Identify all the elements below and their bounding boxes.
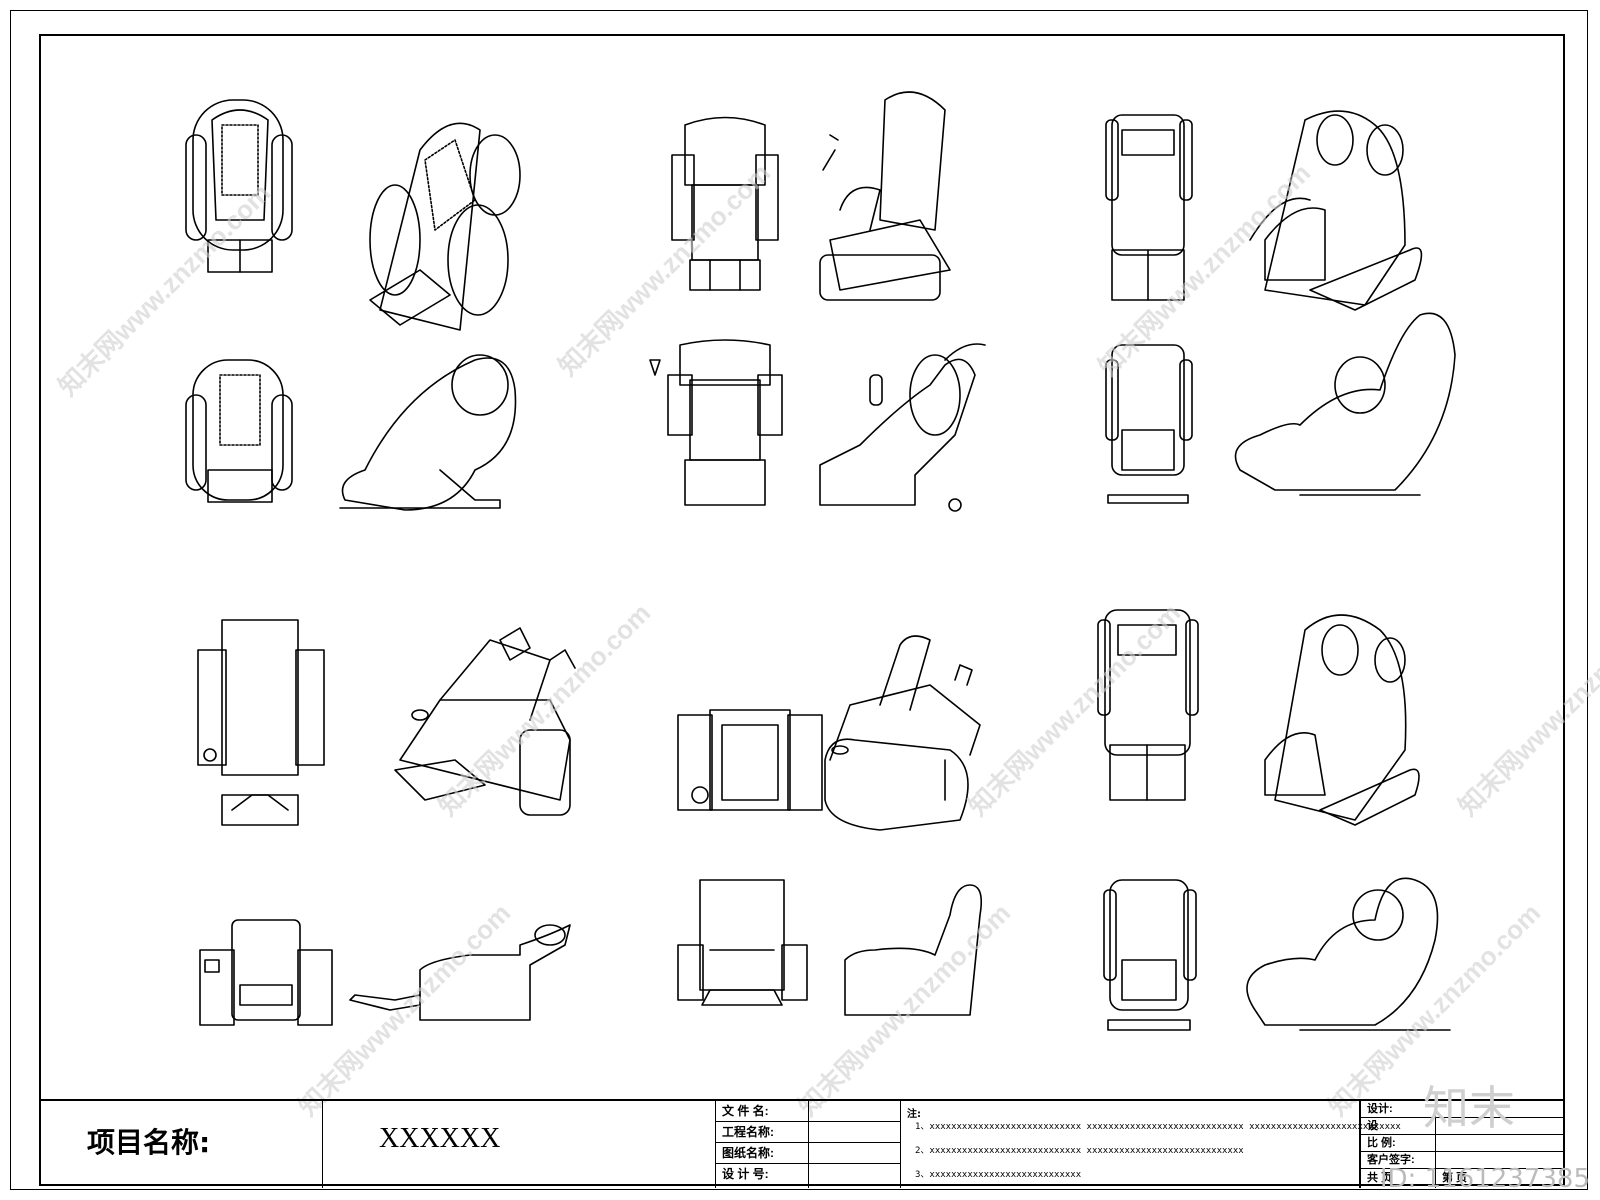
file-fields: 文 件 名: 工程名称: 图纸名称: 设 计 号: [715, 1101, 808, 1188]
chair-2-front-view-2 [649, 339, 783, 506]
chair-3-iso-view [1249, 110, 1423, 311]
sheet-border [10, 10, 1588, 1190]
project-name-label: 项目名称: [87, 1126, 211, 1159]
chair-5-front-view [677, 879, 808, 1006]
signoff-values: 第 页 [1436, 1101, 1565, 1188]
file-field-values [808, 1101, 900, 1188]
chair-4-top-view [197, 619, 325, 826]
field-drawing-name: 图纸名称: [716, 1143, 808, 1164]
title-block: 项目名称: XXXXXX 文 件 名: 工程名称: 图纸名称: 设 计 号: 注… [39, 1099, 1565, 1188]
note-1: 1、xxxxxxxxxxxxxxxxxxxxxxxxxxxx xxxxxxxxx… [915, 1122, 1401, 1132]
chair-3-front-view [1105, 114, 1193, 301]
chair-1-side-view [339, 354, 517, 511]
field-scale: 比 例: [1361, 1135, 1435, 1152]
note-2: 2、xxxxxxxxxxxxxxxxxxxxxxxxxxxx xxxxxxxxx… [915, 1146, 1244, 1156]
chair-6-front-view-2 [1103, 879, 1197, 1031]
notes-box: 注: 1、xxxxxxxxxxxxxxxxxxxxxxxxxxxx xxxxxx… [900, 1101, 1401, 1188]
chair-2-front-view [671, 116, 779, 291]
signoff-fields: 设计: 设 比 例: 客户签字: 共 页 [1360, 1101, 1436, 1188]
field-file-name: 文 件 名: [716, 1101, 808, 1122]
field-total-pages: 共 页 [1367, 1172, 1393, 1184]
field-design: 设 [1361, 1118, 1435, 1135]
chair-6-front-view [1097, 609, 1199, 801]
chair-1-front-view-2 [185, 359, 293, 503]
field-client-signature: 客户签字: [1361, 1152, 1435, 1169]
notes-title: 注: [907, 1109, 921, 1120]
chair-2-iso-view [819, 91, 951, 301]
chair-3-front-view-2 [1105, 344, 1193, 504]
chair-5-top-view [677, 709, 823, 811]
project-name-value: XXXXXX [379, 1123, 501, 1154]
chair-6-iso-view [1264, 614, 1420, 826]
chair-4-side-view [349, 924, 571, 1021]
chair-4-iso-view [394, 627, 576, 816]
chair-1-iso-view [369, 122, 521, 331]
chair-2-side-view [819, 343, 986, 512]
field-project-name: 工程名称: [716, 1122, 808, 1143]
chair-5-iso-view [824, 635, 981, 831]
drawing-frame [39, 34, 1565, 1186]
chair-1-front-view [185, 99, 293, 273]
chair-6-side-view [1246, 877, 1451, 1031]
chair-4-front-view [199, 919, 333, 1026]
watermark-id: ID: 1161237385 [1379, 1164, 1590, 1194]
field-page-no: 第 页 [1442, 1172, 1468, 1184]
chair-5-side-view [844, 884, 983, 1016]
watermark-logo: 知末 [1423, 1081, 1515, 1135]
chair-3-side-view [1234, 312, 1456, 496]
field-designer: 设计: [1361, 1101, 1435, 1118]
field-design-no: 设 计 号: [722, 1167, 769, 1181]
note-3: 3、xxxxxxxxxxxxxxxxxxxxxxxxxxxx [915, 1170, 1082, 1180]
divider [322, 1101, 324, 1188]
